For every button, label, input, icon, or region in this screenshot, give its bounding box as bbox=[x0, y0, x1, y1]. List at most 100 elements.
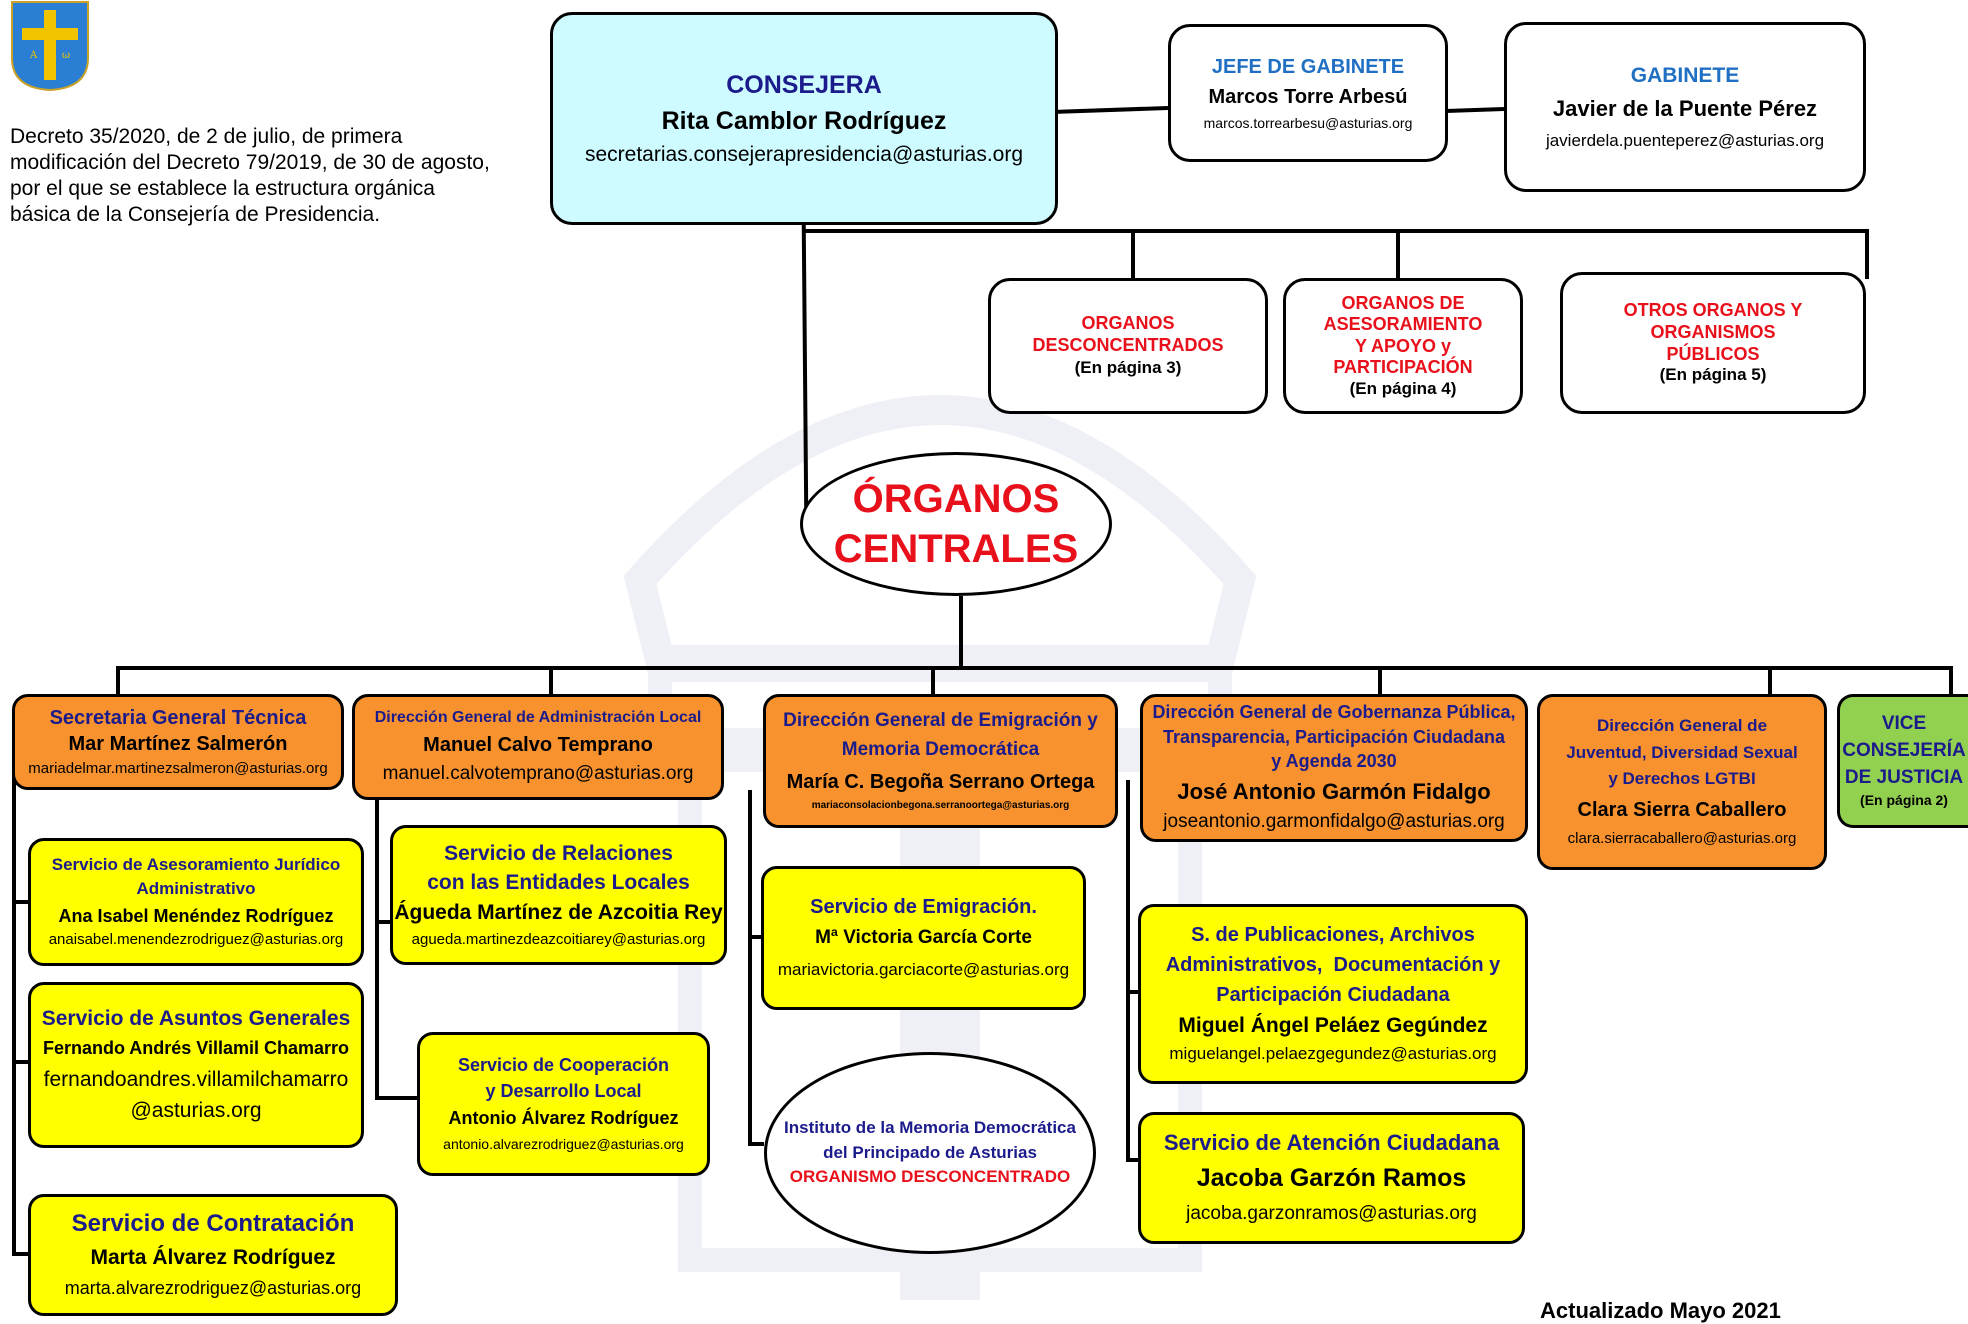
dggp-email[interactable]: joseantonio.garmonfidalgo@asturias.org bbox=[1163, 811, 1505, 833]
s-emi-title: Servicio de Emigración. bbox=[810, 896, 1037, 919]
dgj-title-line: y Derechos LGTBI bbox=[1608, 769, 1756, 789]
s-aj-email[interactable]: anaisabel.menendezrodriguez@asturias.org bbox=[48, 931, 344, 949]
organos-centrales-line: ÓRGANOS bbox=[852, 477, 1060, 521]
organos-asesoramiento-line: Y APOYO y bbox=[1354, 335, 1452, 356]
sgt-title: Secretaria General Técnica bbox=[49, 707, 307, 729]
connector bbox=[12, 760, 16, 1256]
secretaria-general-tecnica-box: Secretaria General Técnica Mar Martínez … bbox=[12, 694, 344, 790]
jefe-gabinete-title: JEFE DE GABINETE bbox=[1211, 55, 1405, 78]
page-reference[interactable]: (En página 4) bbox=[1349, 378, 1457, 398]
s-con-title: Servicio de Contratación bbox=[71, 1210, 355, 1238]
otros-organos-line: PÚBLICOS bbox=[1666, 343, 1760, 364]
s-pub-name: Miguel Ángel Peláez Gegúndez bbox=[1178, 1014, 1488, 1038]
servicio-asesoramiento-juridico-box: Servicio de Asesoramiento Jurídico Admin… bbox=[28, 838, 364, 966]
viceconsejeria-justicia-box: VICE CONSEJERÍA DE JUSTICIA (En página 2… bbox=[1837, 694, 1968, 828]
s-pub-title-line: S. de Publicaciones, Archivos bbox=[1191, 924, 1475, 947]
inst-title-line: del Principado de Asturias bbox=[823, 1142, 1037, 1162]
s-coop-title-line: y Desarrollo Local bbox=[485, 1080, 642, 1101]
page-reference[interactable]: (En página 3) bbox=[1074, 358, 1182, 378]
connector bbox=[959, 596, 963, 670]
dgemd-name: María C. Begoña Serrano Ortega bbox=[786, 770, 1095, 793]
s-ate-email[interactable]: jacoba.garzonramos@asturias.org bbox=[1186, 1202, 1477, 1224]
s-ag-email-line[interactable]: @asturias.org bbox=[130, 1099, 262, 1123]
dgal-email[interactable]: manuel.calvotemprano@asturias.org bbox=[382, 763, 694, 785]
s-pub-title-line: Administrativos, Documentación y bbox=[1165, 954, 1501, 977]
page-reference[interactable]: (En página 2) bbox=[1860, 791, 1948, 808]
jefe-gabinete-email[interactable]: marcos.torrearbesu@asturias.org bbox=[1203, 114, 1413, 131]
organos-desconcentrados-box: ORGANOS DESCONCENTRADOS (En página 3) bbox=[988, 278, 1268, 414]
s-pub-title-line: Participación Ciudadana bbox=[1216, 984, 1450, 1007]
organos-desconcentrados-line: ORGANOS bbox=[1081, 313, 1175, 334]
dg-gobernanza-publica-box: Dirección General de Gobernanza Pública,… bbox=[1140, 694, 1528, 842]
organos-centrales-heading: ÓRGANOS CENTRALES bbox=[800, 452, 1112, 596]
s-coop-title-line: Servicio de Cooperación bbox=[457, 1055, 670, 1076]
servicio-relaciones-entidades-box: Servicio de Relaciones con las Entidades… bbox=[390, 825, 727, 965]
s-emi-email[interactable]: mariavictoria.garciacorte@asturias.org bbox=[777, 960, 1070, 980]
consejera-box: CONSEJERA Rita Camblor Rodríguez secreta… bbox=[550, 12, 1058, 225]
dgemd-title-line: Memoria Democrática bbox=[841, 739, 1040, 760]
s-aj-title-line: Administrativo bbox=[136, 879, 256, 899]
s-coop-name: Antonio Álvarez Rodríguez bbox=[448, 1108, 679, 1129]
sgt-name: Mar Martínez Salmerón bbox=[68, 733, 288, 755]
servicio-emigracion-box: Servicio de Emigración. Mª Victoria Garc… bbox=[761, 866, 1086, 1010]
connector bbox=[1051, 105, 1169, 115]
connector bbox=[12, 900, 32, 904]
inst-subtitle: ORGANISMO DESCONCENTRADO bbox=[789, 1167, 1071, 1187]
consejera-email[interactable]: secretarias.consejerapresidencia@asturia… bbox=[584, 142, 1024, 166]
gabinete-email[interactable]: javierdela.puenteperez@asturias.org bbox=[1545, 130, 1825, 150]
dgj-email[interactable]: clara.sierracaballero@asturias.org bbox=[1567, 829, 1797, 847]
s-ag-name: Fernando Andrés Villamil Chamarro bbox=[42, 1037, 350, 1058]
page-reference[interactable]: (En página 5) bbox=[1659, 365, 1767, 385]
s-ag-email-line[interactable]: fernandoandres.villamilchamarro bbox=[43, 1068, 349, 1092]
connector bbox=[1126, 1158, 1140, 1162]
s-rel-title-line: con las Entidades Locales bbox=[427, 871, 690, 895]
servicio-publicaciones-archivos-box: S. de Publicaciones, Archivos Administra… bbox=[1138, 904, 1528, 1084]
dgj-title-line: Dirección General de bbox=[1596, 716, 1768, 736]
otros-organos-box: OTROS ORGANOS Y ORGANISMOS PÚBLICOS (En … bbox=[1560, 272, 1866, 414]
organos-asesoramiento-line: ASESORAMIENTO bbox=[1323, 314, 1483, 335]
connector bbox=[748, 790, 752, 1146]
s-ate-name: Jacoba Garzón Ramos bbox=[1196, 1163, 1467, 1192]
connector bbox=[748, 935, 764, 939]
dgal-name: Manuel Calvo Temprano bbox=[423, 734, 653, 757]
organos-desconcentrados-line: DESCONCENTRADOS bbox=[1032, 334, 1224, 355]
organos-asesoramiento-line: ORGANOS DE bbox=[1341, 292, 1465, 313]
dgemd-title-line: Dirección General de Emigración y bbox=[783, 710, 1098, 732]
gabinete-box: GABINETE Javier de la Puente Pérez javie… bbox=[1504, 22, 1866, 192]
dgemd-email[interactable]: mariaconsolacionbegona.serranoortega@ast… bbox=[811, 799, 1070, 811]
s-con-email[interactable]: marta.alvarezrodriguez@asturias.org bbox=[64, 1278, 362, 1299]
jefe-gabinete-box: JEFE DE GABINETE Marcos Torre Arbesú mar… bbox=[1168, 24, 1448, 162]
s-pub-email[interactable]: miguelangel.pelaezgegundez@asturias.org bbox=[1169, 1044, 1497, 1064]
connector bbox=[1126, 780, 1130, 1162]
connector bbox=[12, 1060, 32, 1064]
dggp-title-line: Transparencia, Participación Ciudadana bbox=[1162, 726, 1506, 747]
jefe-gabinete-name: Marcos Torre Arbesú bbox=[1208, 85, 1408, 108]
connector bbox=[375, 920, 393, 924]
svg-text:ω: ω bbox=[62, 50, 70, 61]
otros-organos-line: ORGANISMOS bbox=[1650, 322, 1776, 342]
s-rel-email[interactable]: agueda.martinezdeazcoitiarey@asturias.or… bbox=[411, 930, 706, 948]
s-emi-name: Mª Victoria García Corte bbox=[815, 927, 1032, 949]
consejera-name: Rita Camblor Rodríguez bbox=[661, 106, 947, 135]
s-aj-title-line: Servicio de Asesoramiento Jurídico bbox=[51, 854, 341, 874]
otros-organos-line: OTROS ORGANOS Y bbox=[1623, 300, 1803, 321]
connector bbox=[748, 1142, 764, 1146]
s-rel-name: Águeda Martínez de Azcoitia Rey bbox=[394, 900, 723, 924]
consejera-title: CONSEJERA bbox=[726, 70, 882, 99]
dg-emigracion-box: Dirección General de Emigración y Memori… bbox=[763, 694, 1118, 828]
s-con-name: Marta Álvarez Rodríguez bbox=[90, 1246, 336, 1269]
vice-line: VICE bbox=[1881, 713, 1927, 735]
organos-asesoramiento-line: PARTICIPACIÓN bbox=[1333, 357, 1473, 378]
s-coop-email[interactable]: antonio.alvarezrodriguez@asturias.org bbox=[443, 1135, 684, 1152]
connector bbox=[1378, 666, 1382, 696]
sgt-email[interactable]: mariadelmar.martinezsalmeron@asturias.or… bbox=[28, 760, 328, 777]
decree-text: Decreto 35/2020, de 2 de julio, de prime… bbox=[10, 125, 490, 226]
gabinete-name: Javier de la Puente Pérez bbox=[1552, 96, 1818, 122]
organos-asesoramiento-box: ORGANOS DE ASESORAMIENTO Y APOYO y PARTI… bbox=[1283, 278, 1523, 414]
connector bbox=[803, 229, 1869, 233]
servicio-cooperacion-box: Servicio de Cooperación y Desarrollo Loc… bbox=[417, 1032, 710, 1176]
connector bbox=[12, 1252, 32, 1256]
servicio-asuntos-generales-box: Servicio de Asuntos Generales Fernando A… bbox=[28, 982, 364, 1148]
dgal-title: Dirección General de Administración Loca… bbox=[374, 709, 702, 726]
dggp-title-line: Dirección General de Gobernanza Pública, bbox=[1152, 702, 1516, 723]
